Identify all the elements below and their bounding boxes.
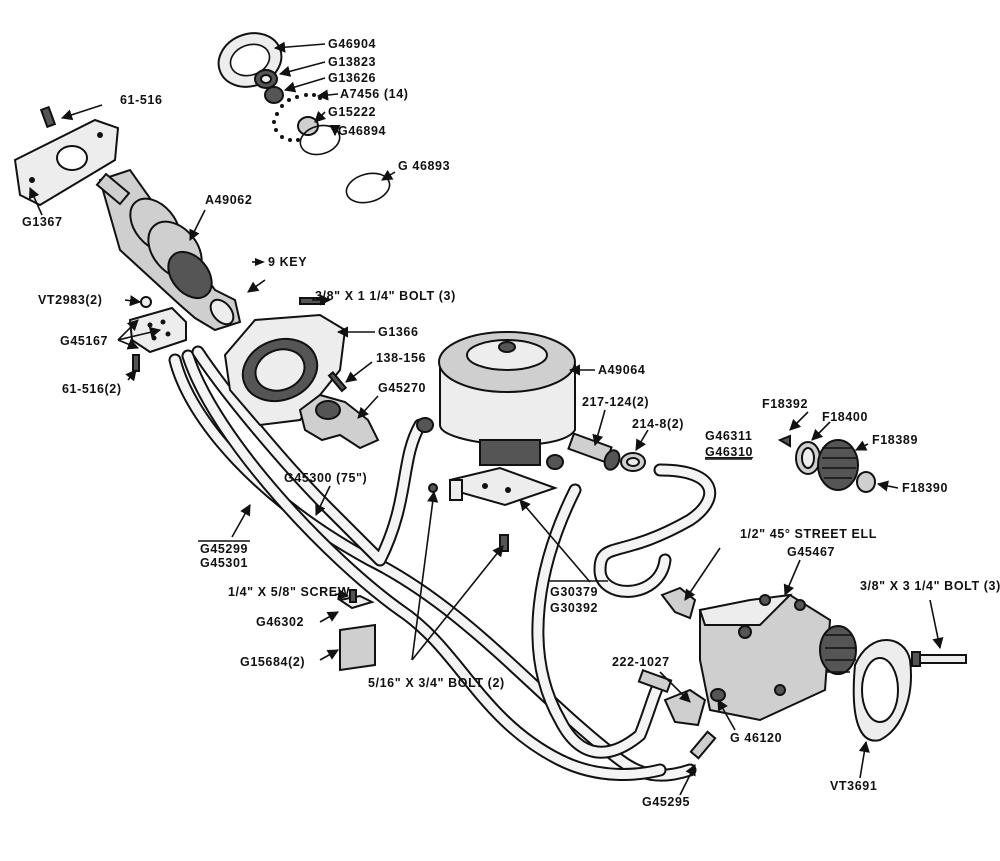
pump-bolt	[911, 651, 967, 667]
label-f18390: F18390	[902, 481, 948, 495]
pump-g45467	[698, 593, 857, 722]
label-138-156: 138-156	[376, 351, 426, 365]
label-g46904: G46904	[328, 37, 376, 51]
gasket-vt3691	[852, 639, 912, 742]
label-214-8: 214-8(2)	[632, 417, 684, 431]
label-g1366: G1366	[378, 325, 419, 339]
label-g45299: G45299	[200, 542, 248, 556]
label-g46302: G46302	[256, 615, 304, 629]
label-g15222: G15222	[328, 105, 376, 119]
label-9-key: 9 KEY	[268, 255, 307, 269]
label-g46893: G 46893	[398, 159, 450, 173]
label-f18389: F18389	[872, 433, 918, 447]
label-a49064: A49064	[598, 363, 645, 377]
label-g45167: G45167	[60, 334, 108, 348]
label-g45300: G45300 (75")	[284, 471, 367, 485]
label-f18392: F18392	[762, 397, 808, 411]
label-bolt-pump: 3/8" X 3 1/4" BOLT (3)	[860, 579, 1000, 593]
steering-unit-a49062	[95, 168, 242, 332]
label-screw: 1/4" X 5/8" SCREW	[228, 585, 350, 599]
label-222-1027: 222-1027	[612, 655, 670, 669]
label-217-124: 217-124(2)	[582, 395, 649, 409]
fitting-222-1027	[637, 668, 717, 760]
label-g45295: G45295	[642, 795, 690, 809]
bracket-g30379	[428, 466, 559, 552]
label-g13626: G13626	[328, 71, 376, 85]
label-g45301: G45301	[200, 556, 248, 570]
label-vt2983: VT2983(2)	[38, 293, 102, 307]
reservoir-a49064	[416, 331, 576, 470]
clip-bracket	[337, 589, 376, 672]
label-bolt-bracket: 5/16" X 3/4" BOLT (2)	[368, 676, 505, 690]
key-arrow-icon	[252, 258, 265, 266]
label-street-ell: 1/2" 45° STREET ELL	[740, 527, 877, 541]
label-g1367: G1367	[22, 215, 63, 229]
label-g15684: G15684(2)	[240, 655, 305, 669]
label-g46311: G46311	[705, 429, 752, 443]
yoke-g45270	[298, 393, 380, 450]
label-g46310: G46310	[705, 445, 753, 459]
flange-g1367	[13, 105, 120, 207]
label-g30379: G30379	[550, 585, 598, 599]
label-bolt-g1366: 3/8" X 1 1/4" BOLT (3)	[315, 289, 456, 303]
label-g46120: G 46120	[730, 731, 782, 745]
label-g45270: G45270	[378, 381, 426, 395]
label-a49062: A49062	[205, 193, 252, 207]
label-vt3691: VT3691	[830, 779, 877, 793]
hoses	[168, 345, 717, 782]
label-f18400: F18400	[822, 410, 868, 424]
label-a7456: A7456 (14)	[340, 87, 409, 101]
label-g46894: G46894	[338, 124, 386, 138]
leader-lines	[28, 41, 944, 796]
label-g13823: G13823	[328, 55, 376, 69]
callout-labels: G46904 G13823 G13626 A7456 (14) G15222 G…	[22, 37, 1000, 809]
label-61-516-2: 61-516(2)	[62, 382, 122, 396]
gear-f18389	[777, 434, 876, 493]
label-g30392: G30392	[550, 601, 598, 615]
fittings-217-124	[567, 432, 646, 472]
label-g45467: G45467	[787, 545, 835, 559]
seal-kit	[217, 32, 391, 204]
label-61-516: 61-516	[120, 93, 163, 107]
